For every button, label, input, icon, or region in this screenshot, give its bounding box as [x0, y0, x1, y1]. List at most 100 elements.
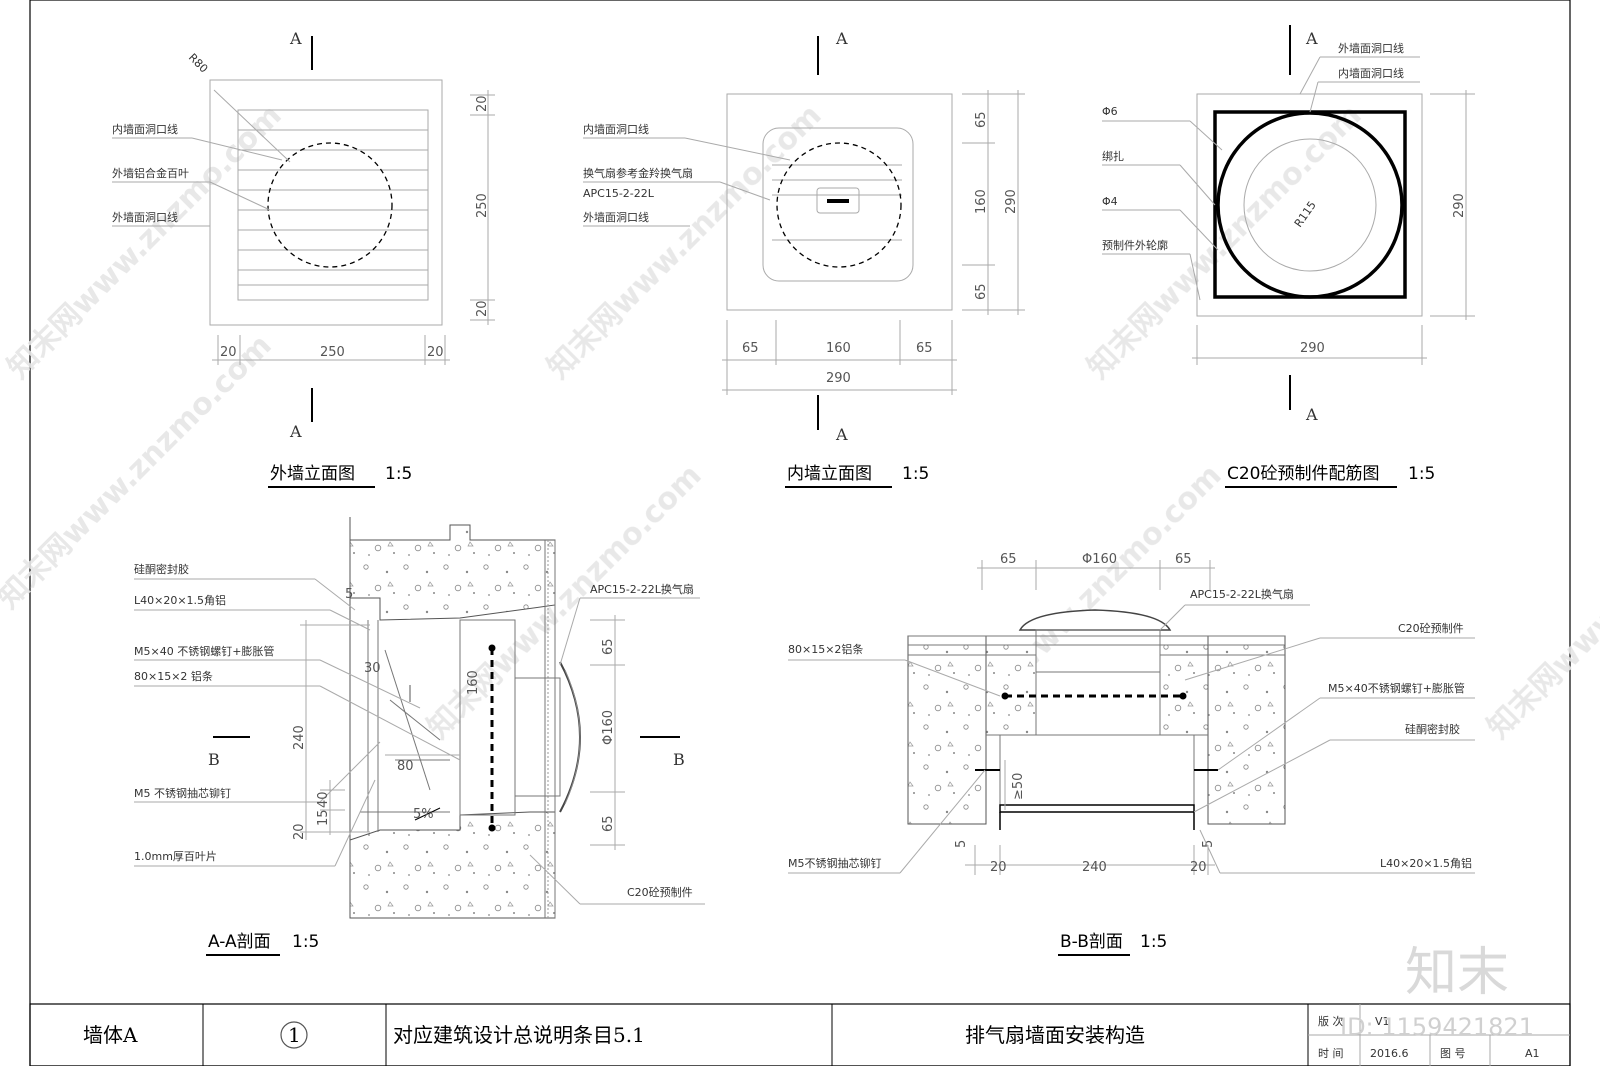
- date-label: 时 间: [1318, 1047, 1344, 1060]
- dim: 65: [1175, 552, 1192, 567]
- drawing-scale: 1:5: [1140, 932, 1167, 952]
- section-mark: A: [1305, 29, 1318, 48]
- label-angle: L40×20×1.5角铝: [1380, 856, 1472, 870]
- label-strip: 80×15×2 铝条: [134, 669, 213, 683]
- dim: 5: [345, 587, 353, 602]
- dim: 65: [601, 638, 616, 655]
- section-mark: A: [289, 29, 302, 48]
- drawing-no-value: A1: [1525, 1047, 1540, 1060]
- label-outer-opening: 外墙面洞口线: [112, 210, 178, 224]
- dim: 65: [601, 815, 616, 832]
- dim: 80: [397, 759, 414, 774]
- dim: 250: [320, 345, 345, 360]
- dim: 20: [427, 345, 444, 360]
- label-angle: L40×20×1.5角铝: [134, 593, 226, 607]
- version-label: 版 次: [1318, 1014, 1344, 1028]
- watermark-7: 知末网www.znzmo.com: [1481, 458, 1600, 746]
- dim-total: 290: [826, 371, 851, 386]
- label-sealant: 硅酮密封胶: [134, 562, 189, 576]
- drawing-scale: 1:5: [902, 464, 929, 484]
- dim: 40: [316, 791, 331, 808]
- label-inner-opening: 内墙面洞口线: [583, 122, 649, 136]
- number-circle: [280, 1021, 308, 1049]
- watermark-2: 知末网www.znzmo.com: [541, 98, 829, 386]
- label-outer-opening: 外墙面洞口线: [583, 210, 649, 224]
- label-sealant: 硅酮密封胶: [1405, 722, 1460, 736]
- label-rivet: M5不锈钢抽芯铆钉: [788, 856, 882, 870]
- dim: 65: [1000, 552, 1017, 567]
- dim: ≥50: [1011, 773, 1026, 800]
- dim: 290: [1300, 341, 1325, 356]
- drawing-scale: 1:5: [385, 464, 412, 484]
- dim: 20: [220, 345, 237, 360]
- drawing-title: B-B剖面: [1060, 932, 1123, 952]
- drawing-title: C20砼预制件配筋图: [1227, 464, 1380, 484]
- outer-wall-elevation: A A R80 内墙面洞口线 外墙铝合金百叶 外墙面洞口线: [112, 29, 495, 488]
- section-bb: 65 Φ160 65 5 20 240 20 5 ≥50 80×15×2铝条 M…: [788, 552, 1475, 956]
- inner-wall-elevation: A A 内墙面洞口线 换气扇参考金羚换气扇 APC15-2-22L 外墙面洞口线…: [583, 29, 1025, 488]
- dim: Φ160: [1082, 552, 1117, 567]
- label-screw: M5×40不锈钢螺钉+膨胀管: [1328, 681, 1465, 695]
- label-rivet: M5 不锈钢抽芯铆钉: [134, 786, 231, 800]
- section-mark: A: [835, 425, 848, 444]
- dim: 240: [1082, 860, 1107, 875]
- label-fan: APC15-2-22L换气扇: [1190, 587, 1294, 601]
- drawing-scale: 1:5: [292, 932, 319, 952]
- dim: 65: [974, 111, 989, 128]
- section-mark: B: [208, 750, 220, 769]
- brand-id: ID: 1159421821: [1340, 1013, 1534, 1041]
- label-inner-opening: 内墙面洞口线: [112, 122, 178, 136]
- precast-reinforcement: A A R115 外墙面洞口线 内墙面洞口线 Φ6 绑扎 Φ4 预制件外轮廓 2…: [1102, 25, 1475, 488]
- section-mark: A: [289, 422, 302, 441]
- radius-label: R80: [186, 51, 210, 75]
- drawing-scale: 1:5: [1408, 464, 1435, 484]
- drawing-title: A-A剖面: [208, 932, 271, 952]
- dim: 65: [742, 341, 759, 356]
- label-inner-opening: 内墙面洞口线: [1338, 66, 1404, 80]
- drawing-number: 1: [288, 1023, 301, 1047]
- drawing-title: 外墙立面图: [270, 464, 355, 484]
- wall-label: 墙体A: [83, 1023, 138, 1047]
- label-fan-model: APC15-2-22L: [583, 187, 655, 200]
- label-precast: C20砼预制件: [1398, 622, 1464, 635]
- label-rebar-4: Φ4: [1102, 195, 1118, 208]
- section-mark: A: [835, 29, 848, 48]
- dim: 5: [954, 840, 969, 848]
- label-louver: 外墙铝合金百叶: [112, 166, 189, 180]
- title-block: 墙体A 1 对应建筑设计总说明条目5.1 排气扇墙面安装构造 版 次 V1 时 …: [29, 1003, 1571, 1066]
- label-binding: 绑扎: [1102, 149, 1124, 163]
- dim: 20: [475, 95, 490, 112]
- label-louver-blade: 1.0mm厚百叶片: [134, 850, 217, 863]
- dim: 20: [292, 823, 307, 840]
- label-fan: APC15-2-22L换气扇: [590, 582, 694, 596]
- dim: 240: [292, 725, 307, 750]
- radius-label: R115: [1292, 199, 1319, 230]
- dim: 65: [974, 283, 989, 300]
- date-value: 2016.6: [1370, 1047, 1409, 1060]
- dim: 5: [1201, 840, 1216, 848]
- label-precast-outline: 预制件外轮廓: [1102, 238, 1168, 252]
- dim-slope: 5%: [413, 807, 434, 822]
- label-screw: M5×40 不锈钢螺钉+膨胀管: [134, 644, 274, 658]
- dim: 30: [364, 661, 381, 676]
- sheet-name: 排气扇墙面安装构造: [965, 1023, 1145, 1047]
- dim: 20: [1190, 860, 1207, 875]
- sheet-border: [29, 0, 1571, 1066]
- dim-total: 290: [1004, 189, 1019, 214]
- dim: 160: [974, 189, 989, 214]
- dim: 20: [990, 860, 1007, 875]
- drawing-no-label: 图 号: [1440, 1047, 1466, 1060]
- section-aa: 硅酮密封胶 L40×20×1.5角铝 M5×40 不锈钢螺钉+膨胀管 80×15…: [134, 517, 705, 956]
- label-precast: C20砼预制件: [627, 886, 693, 899]
- dim: 160: [466, 670, 481, 695]
- dim: 250: [475, 193, 490, 218]
- section-mark: B: [673, 750, 685, 769]
- label-fan-reference: 换气扇参考金羚换气扇: [583, 166, 693, 180]
- dim: 290: [1452, 193, 1467, 218]
- dim: 20: [475, 300, 490, 317]
- label-strip: 80×15×2铝条: [788, 642, 863, 656]
- brand-watermark: 知末 ID: 1159421821: [1340, 943, 1534, 1041]
- section-mark: A: [1305, 405, 1318, 424]
- version-value: V1: [1375, 1015, 1390, 1028]
